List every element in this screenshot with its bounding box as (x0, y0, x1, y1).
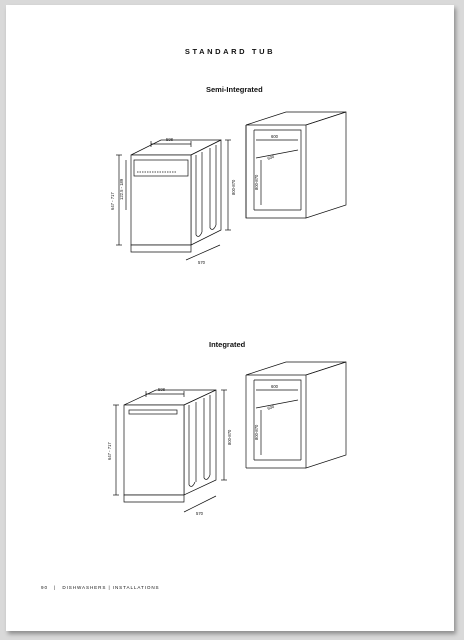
section-title-semi-integrated: Semi-Integrated (206, 85, 263, 94)
appliance-width-label: 570 (198, 260, 206, 265)
appliance-height-label: 647 - 717 (107, 442, 112, 460)
appliance-niche-height-label: 800-870 (231, 179, 236, 195)
cabinet-depth-label: 600 (267, 154, 276, 161)
appliance-width-label: 570 (196, 511, 204, 516)
appliance-niche-height-label: 800-870 (227, 429, 232, 445)
appliance-depth-label: 598 (166, 137, 174, 142)
appliance-height2-label: 122.5 - 189 (119, 178, 124, 200)
appliance-depth-label: 598 (158, 387, 166, 392)
cabinet-height-label: 800-870 (254, 424, 259, 440)
semi-integrated-diagram: 598 647 - 717 122.5 - 189 800-870 570 60… (110, 111, 347, 265)
appliance-height-label: 647 - 717 (110, 192, 115, 210)
page-number: 90 (41, 585, 48, 590)
footer-section: DISHWASHERS | INSTALLATIONS (62, 585, 160, 590)
section-title-integrated: Integrated (209, 340, 246, 349)
cabinet-depth-label: 600 (267, 404, 276, 411)
page-title: STANDARD TUB (184, 47, 276, 56)
cabinet-width-label: 600 (271, 384, 279, 389)
page-footer: 90 | DISHWASHERS | INSTALLATIONS (41, 585, 164, 590)
footer-separator: | (54, 585, 57, 590)
cabinet-height-label: 800-870 (254, 174, 259, 190)
cabinet-width-label: 600 (271, 134, 279, 139)
manual-page: STANDARD TUB Semi-Integrated (6, 5, 454, 631)
integrated-diagram: 598 647 - 717 800-870 570 600 600 800-87… (107, 361, 347, 516)
